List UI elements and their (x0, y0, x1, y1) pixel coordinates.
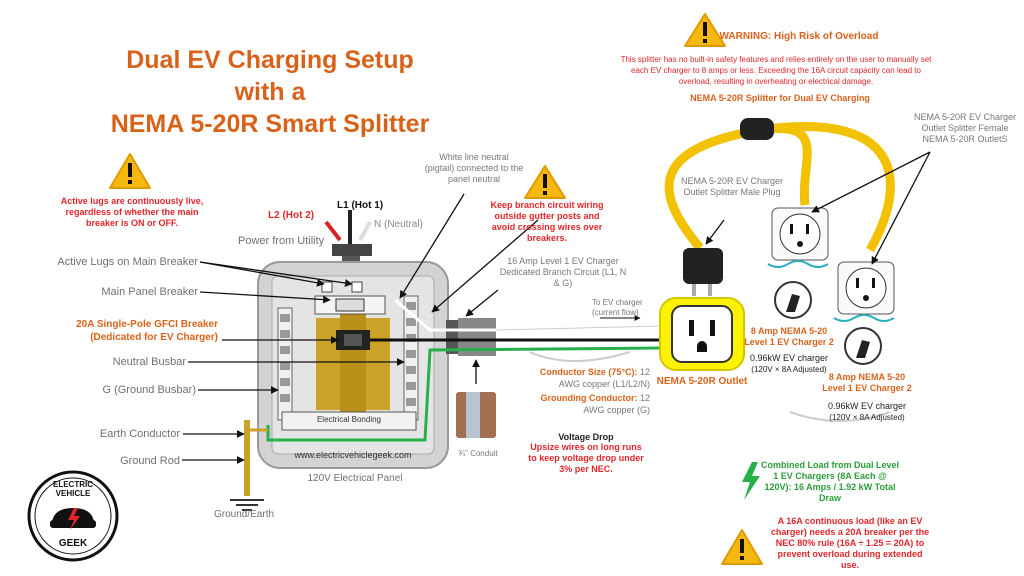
website-label: www.electricvehiclegeek.com (294, 450, 412, 460)
charger-b: 8 Amp NEMA 5-20 Level 1 EV Charger 2 0.9… (822, 372, 912, 424)
warning-top-heading: WARNING: High Risk of Overload (719, 31, 879, 42)
voltage-drop: Voltage Drop Upsize wires on long runs t… (528, 432, 644, 475)
warning-wiring: Keep branch circuit wiring outside gutte… (490, 200, 604, 243)
page-title: Dual EV Charging Setup with a NEMA 5-20R… (100, 44, 440, 140)
panel-label: 120V Electrical Panel (307, 473, 403, 484)
branch-label: 16 Amp Level 1 EV Charger Dedicated Bran… (499, 256, 627, 288)
earth-conductor-label: Earth Conductor (99, 428, 180, 440)
power-utility-label: Power from Utility (238, 235, 325, 247)
charger-a-power: 0.96kW EV charger (749, 353, 829, 363)
charger-plug-b-icon (844, 327, 882, 365)
title-line-1: Dual EV Charging Setup with a (126, 46, 414, 106)
nec-note: A 16A continuous load (like an EV charge… (770, 516, 930, 570)
ground-busbar-label: G (Ground Busbar) (102, 384, 196, 396)
logo-bottom-text: GEEK (58, 538, 88, 549)
ground-earth-label: Ground/Earth (214, 509, 275, 520)
charger-a: 8 Amp NEMA 5-20 Level 1 EV Charger 2 0.9… (744, 326, 834, 376)
warning-icon-wiring (524, 165, 566, 199)
logo (27, 470, 119, 562)
gfci-label: 20A Single-Pole GFCI Breaker (Dedicated … (76, 319, 218, 343)
conduit-branch (266, 298, 661, 442)
warning-icon-nec (721, 529, 763, 565)
splitter-male-label: NEMA 5-20R EV Charger Outlet Splitter Ma… (680, 176, 784, 197)
female-outlet-b (837, 261, 895, 315)
charger-b-power: 0.96kW EV charger (827, 401, 907, 411)
conduit-photo-pipe (466, 392, 480, 438)
neutral-note: White line neutral (pigtail) connected t… (424, 152, 524, 184)
charger-b-detail: (120V × 8A Adjusted) (829, 413, 905, 422)
voltage-drop-head: Voltage Drop (558, 432, 614, 442)
conductor-size-head: Conductor Size (75°C): (539, 367, 638, 377)
conductor-size: Conductor Size (75°C): 12 AWG copper (L1… (520, 366, 650, 390)
bonding-label: Electrical Bonding (316, 415, 382, 424)
charger-a-name: 8 Amp NEMA 5-20 Level 1 EV Charger 2 (744, 326, 834, 347)
charger-a-detail: (120V × 8A Adjusted) (751, 365, 827, 374)
logo-top-text: ELECTRIC VEHICLE (53, 480, 93, 498)
ground-rod (230, 420, 268, 511)
wire-l1-label: L1 (Hot 1) (337, 200, 384, 211)
warning-top: WARNING: High Risk of Overload This spli… (616, 31, 936, 87)
female-outlet-a (771, 207, 829, 261)
charger-plug-a-icon (774, 281, 812, 319)
wire-n-label: N (Neutral) (374, 219, 423, 230)
grounding-val: 12 AWG copper (G) (583, 393, 650, 415)
splitter-female-label: NEMA 5-20R EV Charger Outlet Splitter Fe… (913, 112, 1017, 144)
combined-load: Combined Load from Dual Level 1 EV Charg… (760, 460, 899, 503)
title-line-2: NEMA 5-20R Smart Splitter (110, 110, 430, 138)
voltage-drop-body: Upsize wires on long runs to keep voltag… (528, 442, 644, 474)
warning-top-body: This splitter has no built-in safety fea… (620, 55, 932, 86)
splitter-title: NEMA 5-20R Splitter for Dual EV Charging (690, 93, 870, 103)
grounding-head: Grounding Conductor: (540, 393, 638, 403)
outlet-label: NEMA 5-20R Outlet (656, 376, 748, 387)
charger-b-name: 8 Amp NEMA 5-20 Level 1 EV Charger 2 (822, 372, 912, 393)
conductor-size-val: 12 AWG copper (L1/L2/N) (558, 367, 650, 389)
warning-icon-top (684, 13, 726, 47)
warning-lugs: Active lugs are continuously live, regar… (60, 196, 204, 228)
warning-icon-lugs (109, 153, 151, 189)
lightning-icon (742, 462, 760, 500)
electrical-panel (257, 261, 449, 469)
leader-arrows (182, 151, 931, 464)
grounding-conductor: Grounding Conductor: 12 AWG copper (G) (520, 392, 650, 416)
ground-rod-label: Ground Rod (120, 455, 180, 467)
wire-l2-label: L2 (Hot 2) (268, 210, 315, 221)
active-lugs-label: Active Lugs on Main Breaker (57, 256, 198, 268)
conduit-label: ¾" Conduit (458, 449, 498, 458)
nemaoutlet-graphic (659, 297, 745, 371)
to-charger-label: To EV charger (current flow) (592, 298, 643, 317)
neutral-busbar-label: Neutral Busbar (112, 356, 186, 368)
main-breaker-label: Main Panel Breaker (101, 286, 198, 298)
splitter-cable (664, 118, 895, 296)
